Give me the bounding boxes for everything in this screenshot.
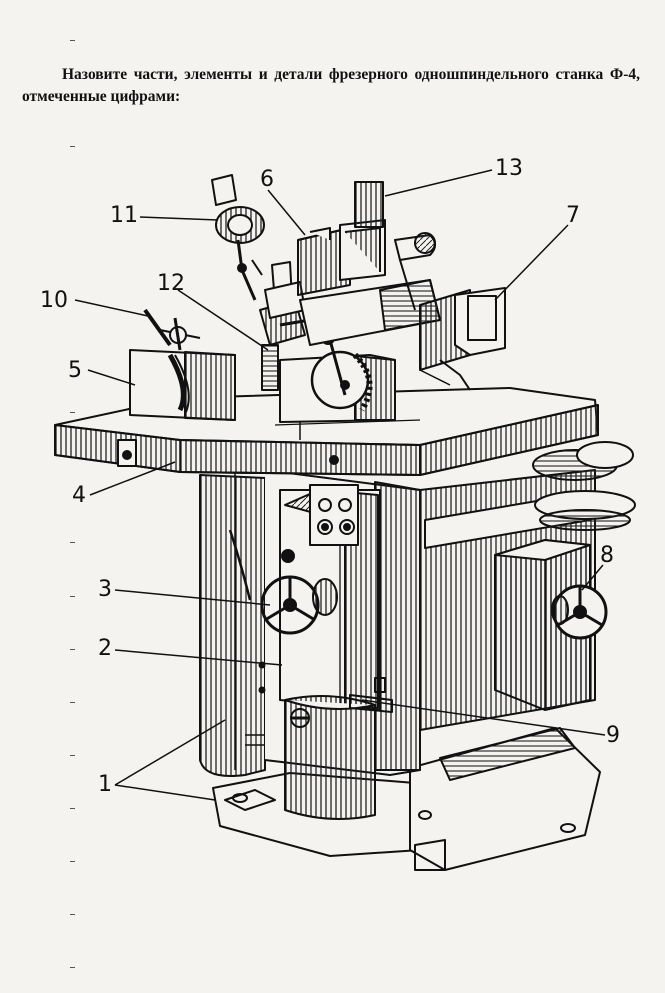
margin-mark	[70, 967, 75, 968]
callout-10: 10	[40, 288, 68, 313]
callout-leaders	[74, 169, 606, 801]
callout-8: 8	[600, 543, 614, 568]
callout-5: 5	[68, 358, 82, 383]
margin-mark	[70, 596, 75, 597]
margin-mark	[70, 146, 75, 147]
spindle-housing	[228, 484, 381, 711]
margin-mark	[70, 861, 75, 862]
margin-mark	[70, 542, 75, 543]
lower-mechanism	[284, 677, 393, 820]
margin-mark	[70, 702, 75, 703]
margin-mark	[70, 755, 75, 756]
callout-4: 4	[72, 483, 86, 508]
margin-mark	[70, 412, 75, 413]
upper-carriage	[297, 181, 441, 346]
spindle-guard	[259, 261, 311, 391]
margin-mark	[70, 649, 75, 650]
left-fence	[129, 308, 236, 421]
callout-11: 11	[110, 203, 138, 228]
belt-pulleys	[532, 441, 636, 531]
callout-13: 13	[495, 156, 523, 181]
question-line-1: Назовите части, элементы и детали фрезер…	[62, 66, 549, 83]
callout-3: 3	[98, 577, 112, 602]
callout-7: 7	[566, 203, 580, 228]
callout-2: 2	[98, 636, 112, 661]
height-handwheel	[260, 549, 338, 635]
callout-12: 12	[157, 271, 185, 296]
margin-mark	[70, 808, 75, 809]
callout-9: 9	[606, 723, 620, 748]
question-text: Назовите части, элементы и детали фрезер…	[22, 64, 640, 108]
side-feed-unit	[494, 539, 608, 711]
right-fence	[279, 331, 396, 423]
question-line-2: станка Ф-4, отмеченные цифрами:	[22, 66, 640, 105]
callout-6: 6	[260, 167, 274, 192]
callout-1: 1	[98, 772, 112, 797]
work-lamp	[211, 174, 265, 301]
margin-mark	[70, 40, 75, 41]
dust-exhaust-hood	[419, 287, 506, 391]
margin-mark	[70, 914, 75, 915]
